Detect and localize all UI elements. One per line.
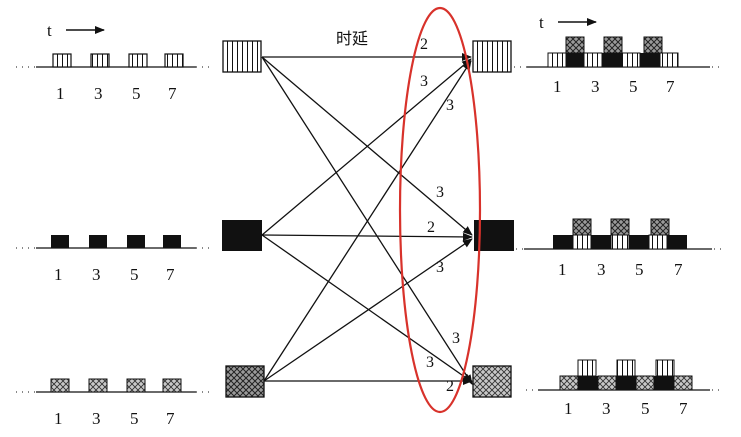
path-bot-top bbox=[263, 60, 472, 382]
path-mid-top bbox=[261, 58, 472, 236]
tick-3: 3 bbox=[597, 260, 606, 279]
tick-1: 1 bbox=[553, 77, 562, 96]
tick-3: 3 bbox=[591, 77, 600, 96]
delay-value: 2 bbox=[446, 378, 454, 395]
output-signal-3: 1 3 5 7 bbox=[526, 359, 724, 418]
tick-1: 1 bbox=[564, 399, 573, 418]
path-mid-bot bbox=[261, 234, 473, 383]
source-block-3 bbox=[225, 365, 265, 398]
tick-5: 5 bbox=[130, 265, 139, 284]
tick-3: 3 bbox=[602, 399, 611, 418]
tick-3: 3 bbox=[92, 265, 101, 284]
tick-3: 3 bbox=[94, 84, 103, 103]
tick-5: 5 bbox=[629, 77, 638, 96]
output-signal-1: 1 3 5 7 bbox=[514, 36, 724, 96]
delay-value: 2 bbox=[420, 36, 428, 53]
delay-value: 3 bbox=[436, 184, 444, 201]
time-symbol-right: t bbox=[539, 13, 544, 32]
tick-5: 5 bbox=[130, 409, 139, 428]
source-block-1 bbox=[222, 40, 262, 73]
path-bot-mid bbox=[263, 238, 473, 382]
tick-7: 7 bbox=[166, 409, 175, 428]
dest-block-3 bbox=[472, 365, 512, 398]
delay-value: 3 bbox=[426, 354, 434, 371]
delay-value: 3 bbox=[446, 97, 454, 114]
tick-7: 7 bbox=[679, 399, 688, 418]
tick-5: 5 bbox=[132, 84, 141, 103]
tick-1: 1 bbox=[56, 84, 65, 103]
highlight-ellipse bbox=[398, 6, 482, 414]
tick-7: 7 bbox=[168, 84, 177, 103]
delay-label: 时延 bbox=[336, 29, 368, 48]
tick-7: 7 bbox=[166, 265, 175, 284]
dest-block-1 bbox=[472, 40, 512, 73]
delay-value: 3 bbox=[420, 73, 428, 90]
tick-7: 7 bbox=[666, 77, 675, 96]
connections bbox=[261, 53, 473, 385]
output-signal-2: 1 3 5 7 bbox=[516, 218, 726, 279]
input-signal-2: 1 3 5 7 bbox=[16, 235, 212, 284]
delay-value: 3 bbox=[452, 330, 460, 347]
delay-value: 3 bbox=[436, 259, 444, 276]
tick-7: 7 bbox=[674, 260, 683, 279]
time-symbol-left: t bbox=[47, 21, 52, 40]
tick-1: 1 bbox=[54, 409, 63, 428]
tick-3: 3 bbox=[92, 409, 101, 428]
delay-value: 2 bbox=[427, 219, 435, 236]
tick-5: 5 bbox=[641, 399, 650, 418]
tick-1: 1 bbox=[558, 260, 567, 279]
tick-1: 1 bbox=[54, 265, 63, 284]
tick-5: 5 bbox=[635, 260, 644, 279]
source-block-2 bbox=[222, 220, 262, 251]
path-mid-mid bbox=[261, 232, 473, 241]
path-top-bot bbox=[261, 56, 473, 385]
input-signal-3: 1 3 5 7 bbox=[16, 378, 212, 428]
input-signal-1: 1 3 5 7 bbox=[16, 53, 212, 103]
